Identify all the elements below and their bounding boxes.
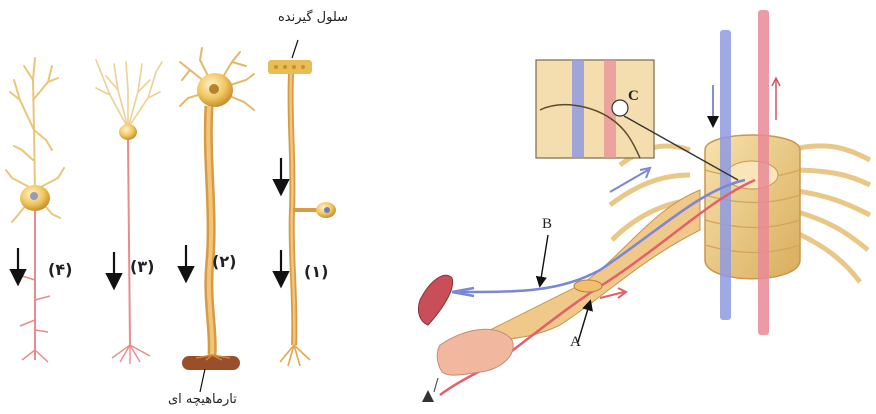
pin-stimulus [422,390,434,402]
neuron-4-number: (۴) [48,260,72,279]
label-A: A [570,334,581,351]
synapse-inset [536,60,654,158]
receiving-cell-label: سلول گیرنده [278,10,348,25]
neuron-3-number: (۳) [130,257,154,276]
muscle-fiber-label: تارماهیچه ای [168,392,237,407]
label-B: B [542,216,552,233]
muscle-fiber [182,356,240,370]
neuron-3 [96,60,162,364]
spinal-nerve-bundle [479,190,700,339]
pointer-B [540,235,548,285]
label-C: C [628,88,639,105]
muscle-fiber-pointer [200,369,205,392]
receiving-cell-pointer [292,40,298,58]
reflex-arc-diagram [418,10,870,402]
neuron-1-number: (۱) [304,262,328,281]
spinal-cord [705,135,800,279]
soma-3 [119,124,137,140]
neuron-1 [268,40,336,366]
skin-receptor [437,329,513,375]
neuron-2 [180,48,254,392]
neuron-2-number: (۲) [212,252,236,271]
sensory-tract [758,10,769,335]
muscle-effector [418,275,452,325]
dorsal-root-ganglion [574,280,602,292]
neuron-4 [6,58,64,362]
axon-3 [128,140,130,345]
